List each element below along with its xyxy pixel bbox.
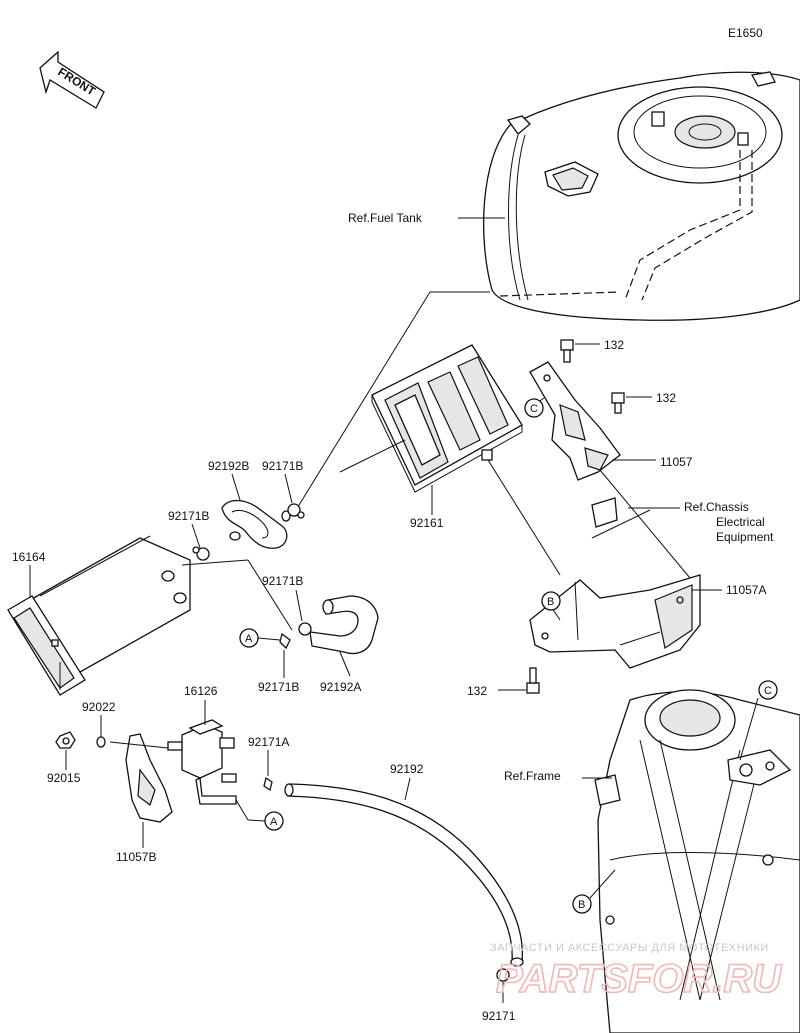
callout-a-2: A <box>270 816 278 828</box>
callout-c-1: C <box>530 403 538 415</box>
label-16126: 16126 <box>184 684 218 698</box>
label-132-top: 132 <box>604 338 624 352</box>
part-92192A-hose <box>309 595 379 655</box>
label-16164: 16164 <box>12 550 46 564</box>
label-132-mid: 132 <box>656 391 676 405</box>
label-92192: 92192 <box>390 762 424 776</box>
clamp-92171 <box>496 968 510 982</box>
part-92192-hose <box>284 783 524 967</box>
bolt-132-top <box>560 339 574 363</box>
label-92171B-4: 92171B <box>258 680 299 694</box>
ref-chassis-line3: Equipment <box>716 530 774 544</box>
label-132-lower: 132 <box>467 684 487 698</box>
label-92022: 92022 <box>82 700 116 714</box>
ref-chassis-line1: Ref.Chassis <box>684 500 749 514</box>
label-92171B-2: 92171B <box>168 509 209 523</box>
part-16164-canister <box>7 535 191 696</box>
ref-fuel-tank-label: Ref.Fuel Tank <box>348 211 423 225</box>
label-11057A: 11057A <box>726 583 766 597</box>
bolt-132-lower <box>526 667 540 694</box>
callout-b-2: B <box>578 899 585 911</box>
part-11057-bracket <box>529 361 621 481</box>
front-arrow-icon: FRONT <box>39 50 105 109</box>
callout-c-2: C <box>764 685 772 697</box>
fuel-tank <box>483 71 800 321</box>
bolt-132-mid <box>611 392 625 414</box>
label-11057B: 11057B <box>116 850 156 864</box>
part-16126-valve <box>167 719 237 805</box>
label-92171B-3: 92171B <box>262 574 303 588</box>
label-92015: 92015 <box>47 771 81 785</box>
ref-frame-label: Ref.Frame <box>504 769 561 783</box>
nut-92015 <box>55 731 76 749</box>
label-92171A: 92171A <box>248 735 289 749</box>
label-92171: 92171 <box>482 1009 516 1023</box>
clamp-92171A <box>263 776 273 792</box>
frame <box>594 689 800 1033</box>
label-92171B-1: 92171B <box>262 459 303 473</box>
part-11057B-bracket <box>109 733 173 823</box>
label-92161: 92161 <box>410 516 444 530</box>
clamp-92171B-4 <box>279 632 291 650</box>
washer-92022 <box>96 736 106 748</box>
clamp-92171B-2 <box>192 546 210 561</box>
part-92161 <box>371 344 523 493</box>
ref-chassis-bracket <box>591 497 651 539</box>
clamp-92171B-1 <box>287 503 305 519</box>
diagram-code: E1650 <box>728 26 763 40</box>
clamp-92171B-3 <box>298 622 312 636</box>
label-92192A: 92192A <box>320 680 361 694</box>
label-92192B: 92192B <box>208 459 249 473</box>
watermark-line2: PARTSFOR.RU <box>496 957 782 1001</box>
part-92192B-hose <box>221 499 291 549</box>
label-11057: 11057 <box>660 455 693 469</box>
callout-a-1: A <box>245 633 253 645</box>
callout-b-1: B <box>547 596 554 608</box>
ref-chassis-line2: Electrical <box>716 515 765 529</box>
part-11057A-bracket <box>529 574 701 669</box>
watermark-line1: ЗАПЧАСТИ И АКСЕССУАРЫ ДЛЯ МОТОТЕХНИКИ <box>490 942 769 954</box>
